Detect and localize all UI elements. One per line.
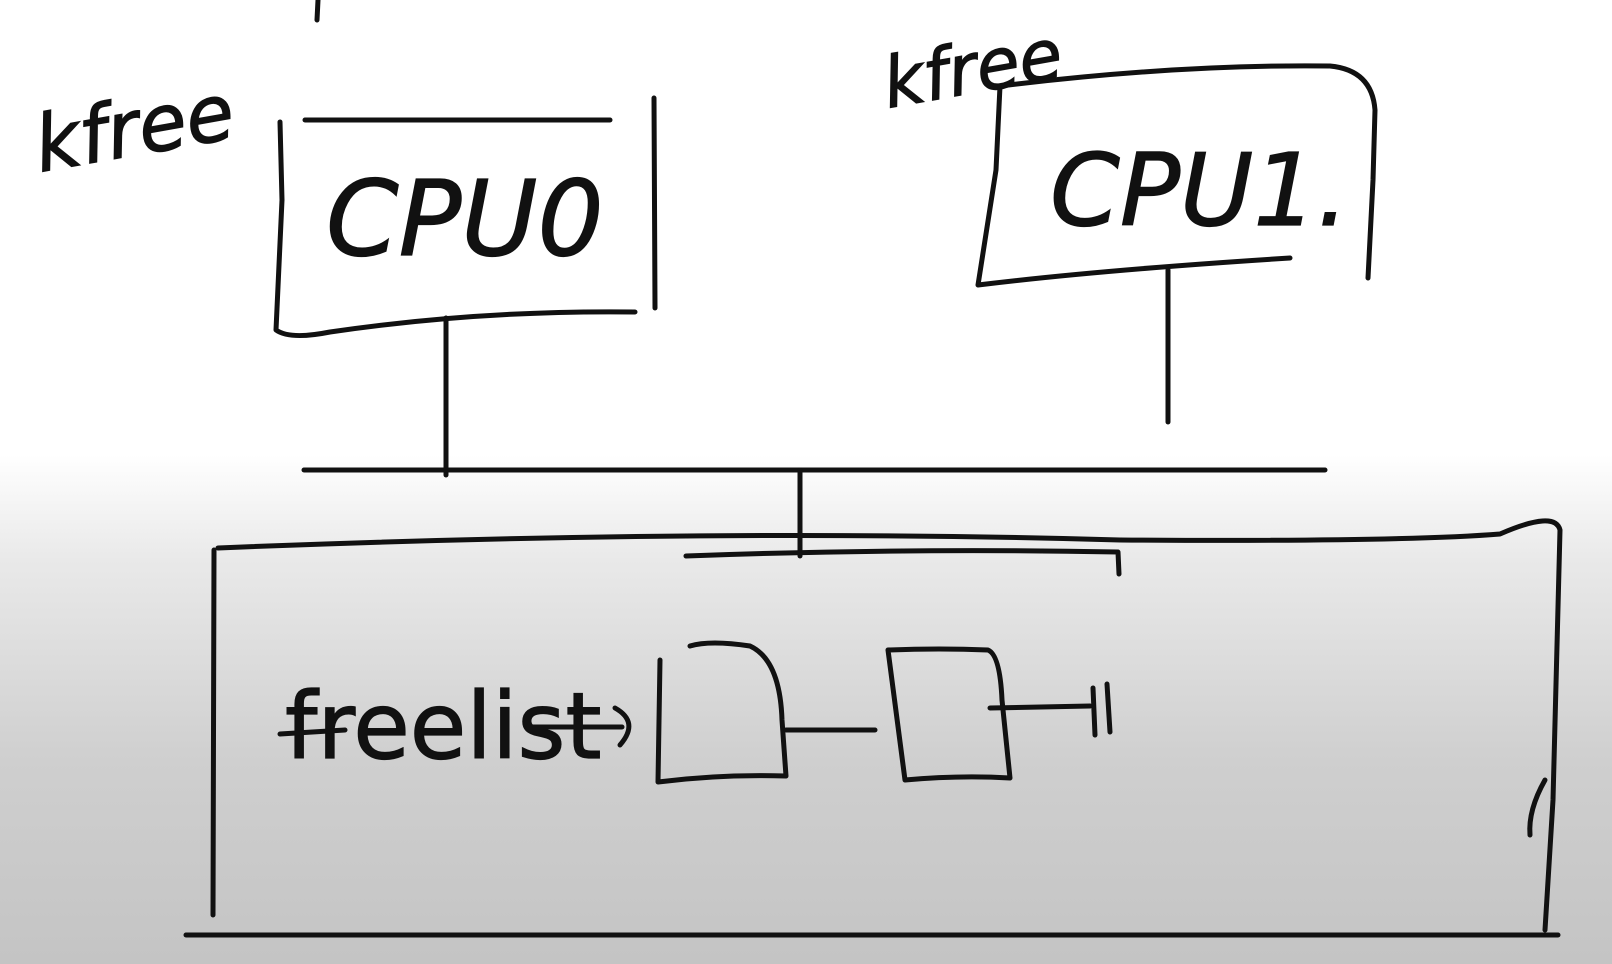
kfree-label-right: kfree bbox=[877, 13, 1069, 125]
null-terminator bbox=[987, 681, 1113, 738]
cpu1-box bbox=[975, 63, 1378, 288]
cpu0-label: CPU0 bbox=[326, 158, 604, 280]
stray-mark bbox=[314, 0, 321, 23]
freelist-arrow bbox=[525, 705, 632, 748]
memory-box bbox=[183, 518, 1563, 938]
freelist-node-1 bbox=[655, 640, 789, 785]
freelist-node-2 bbox=[885, 646, 1013, 783]
kfree-label-left: kfree bbox=[28, 67, 241, 190]
cpu1-label: CPU1. bbox=[1050, 132, 1349, 249]
freelist-cross-stroke bbox=[277, 727, 348, 737]
cpu0-box bbox=[273, 95, 658, 338]
